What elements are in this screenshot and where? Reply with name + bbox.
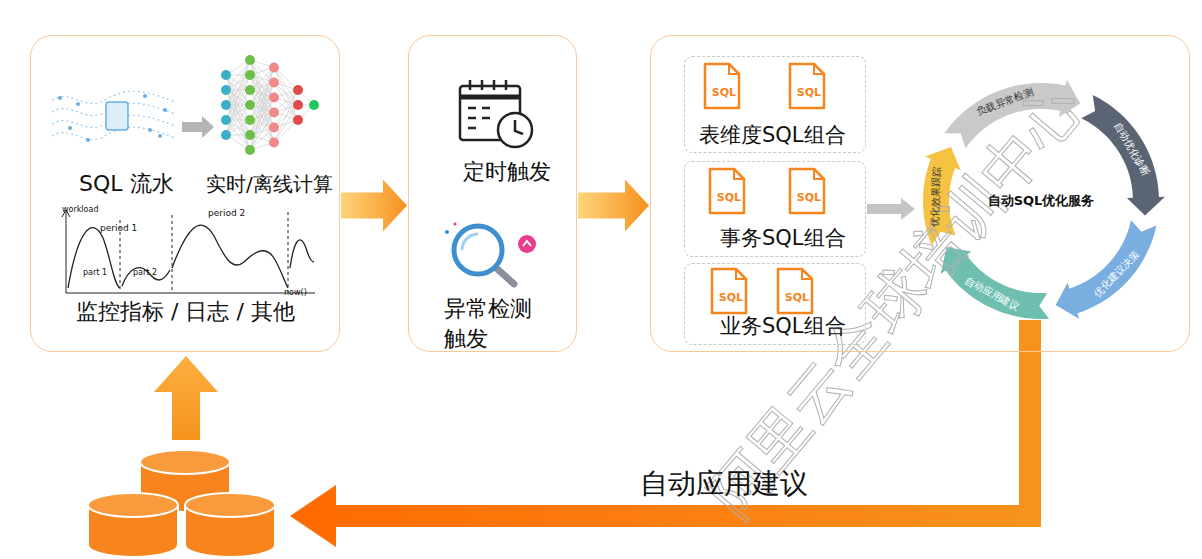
node-text: SQL 流水 xyxy=(79,171,174,197)
file-badge-text: SQL xyxy=(780,291,814,304)
chart-label: part 2 xyxy=(133,268,157,278)
service-cycle: 自动SQL优化服务 xyxy=(916,76,1166,326)
service-title: 自动SQL优化服务 xyxy=(988,193,1095,209)
chart-label: workload xyxy=(62,205,98,215)
node-text: 事务SQL组合 xyxy=(720,226,846,251)
node-text: 定时触发 xyxy=(463,159,551,185)
sql-group-box: SQL SQL 表维度SQL组合 xyxy=(684,56,866,153)
arrow-label: 自动应用建议 xyxy=(640,467,808,501)
node-text: 表维度SQL组合 xyxy=(699,123,846,148)
up-arrow xyxy=(154,356,218,440)
file-badge-text: SQL xyxy=(792,191,826,204)
chart-label: period 2 xyxy=(208,208,245,219)
file-badge-text: SQL xyxy=(792,86,826,99)
node-text: 监控指标 / 日志 / 其他 xyxy=(76,299,295,325)
group-arrow xyxy=(867,198,915,220)
database-icon xyxy=(88,450,275,557)
sql-group-box: SQL SQL 业务SQL组合 xyxy=(684,263,866,345)
chart-label: period 1 xyxy=(100,223,137,234)
return-arrow xyxy=(290,320,1041,547)
node-text: 异常检测 触发 xyxy=(444,294,536,354)
sql-flow-dots xyxy=(58,94,167,142)
file-badge-text: SQL xyxy=(714,291,748,304)
sql-file-icons xyxy=(705,64,824,313)
flow-arrow xyxy=(578,180,649,232)
stage-panel: SQL SQL 表维度SQL组合 SQL SQL 事务SQL组合 SQL SQL 业务SQL组合… xyxy=(650,35,1190,352)
sql-flow-art xyxy=(52,91,175,139)
stage-panel: 定时触发异常检测 触发 xyxy=(408,35,577,352)
chart-label: part 1 xyxy=(83,268,107,278)
search-icon xyxy=(445,223,536,285)
file-badge-text: SQL xyxy=(712,191,746,204)
sql-doc-icon xyxy=(106,102,128,130)
node-text: 实时/离线计算 xyxy=(206,172,333,196)
chart-label: now() xyxy=(284,288,307,298)
gray-arrow xyxy=(182,116,214,138)
sql-group-box: SQL SQL 事务SQL组合 xyxy=(684,161,866,257)
clock-icon xyxy=(460,80,532,147)
file-badge-text: SQL xyxy=(707,86,741,99)
cycle-step-label: 优化效果跟踪 xyxy=(929,167,943,227)
stage-panel: SQL 流水 实时/离线计算监控指标 / 日志 / 其他 xyxy=(30,35,340,352)
neural-net xyxy=(221,55,319,155)
node-text: 业务SQL组合 xyxy=(720,314,846,339)
flow-arrow xyxy=(341,180,407,232)
workload-chart xyxy=(62,210,315,293)
